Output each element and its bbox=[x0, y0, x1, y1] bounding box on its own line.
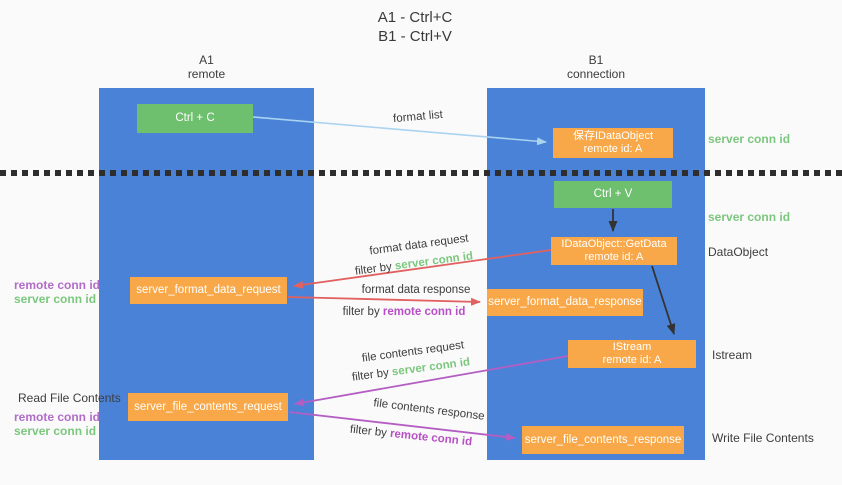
filter-by-text: filter by bbox=[342, 306, 380, 318]
title-line-b1: B1 - Ctrl+V bbox=[378, 28, 452, 45]
filter-by-remote-conn-id-label-2: filter by remote conn id bbox=[349, 424, 472, 449]
lane-a-name: A1 bbox=[199, 53, 214, 67]
lane-b-name: B1 bbox=[588, 53, 604, 67]
format-data-response-label: format data response bbox=[361, 284, 471, 296]
lane-a-role: remote bbox=[187, 67, 226, 81]
getdata-line1: IDataObject::GetData bbox=[561, 238, 667, 250]
node-server-format-data-response: server_format_data_response bbox=[487, 289, 643, 316]
lane-a-header: A1 remote bbox=[99, 53, 314, 81]
server-file-contents-request-label: server_file_contents_request bbox=[134, 400, 282, 413]
node-server-file-contents-response: server_file_contents_response bbox=[522, 426, 684, 454]
server-conn-id-annotation-top: server conn id bbox=[708, 132, 791, 146]
remote-conn-id-text: remote conn id bbox=[382, 306, 466, 318]
dataobject-annotation: DataObject bbox=[708, 245, 769, 259]
filter-by-text: filter by bbox=[349, 423, 388, 440]
server-format-data-response-label: server_format_data_response bbox=[488, 296, 642, 308]
filter-by-text: filter by bbox=[351, 366, 390, 384]
server-file-contents-response-label: server_file_contents_response bbox=[524, 433, 682, 446]
machine-separator-dashed-line bbox=[0, 170, 842, 176]
ctrl-c-label: Ctrl + C bbox=[175, 112, 215, 124]
node-ctrl-v: Ctrl + V bbox=[554, 181, 672, 208]
ctrl-v-label: Ctrl + V bbox=[593, 188, 633, 200]
server-conn-id-annotation-mid: server conn id bbox=[708, 210, 791, 224]
remote-conn-id-text: remote conn id bbox=[389, 427, 473, 449]
filter-by-remote-conn-id-label-1: filter by remote conn id bbox=[343, 306, 466, 318]
read-file-contents-annotation: Read File Contents bbox=[18, 391, 121, 405]
write-file-contents-annotation: Write File Contents bbox=[712, 431, 814, 445]
remote-conn-id-annotation: remote conn id bbox=[14, 410, 101, 424]
server-format-data-request-label: server_format_data_request bbox=[136, 284, 281, 296]
save-idataobject-line1: 保存IDataObject bbox=[572, 130, 654, 142]
server-conn-id-annotation: server conn id bbox=[14, 292, 97, 306]
file-contents-response-label: file contents response bbox=[372, 397, 486, 423]
server-conn-id-text: server conn id bbox=[394, 250, 474, 273]
conn-id-annotation-block-mid: remote conn id server conn id bbox=[14, 278, 101, 306]
node-server-format-data-request: server_format_data_request bbox=[130, 277, 287, 304]
lane-b-role: connection bbox=[566, 67, 626, 81]
filter-by-text: filter by bbox=[354, 260, 393, 278]
conn-id-annotation-block-bottom: remote conn id server conn id bbox=[14, 410, 101, 438]
remote-conn-id-annotation: remote conn id bbox=[14, 278, 101, 292]
save-idataobject-line2: remote id: A bbox=[583, 143, 643, 155]
istream-line1: IStream bbox=[612, 341, 652, 353]
node-save-idataobject: 保存IDataObject remote id: A bbox=[553, 128, 673, 158]
node-idataobject-getdata: IDataObject::GetData remote id: A bbox=[551, 237, 677, 265]
server-conn-id-text: server conn id bbox=[391, 356, 471, 379]
title-line-a1: A1 - Ctrl+C bbox=[377, 9, 453, 26]
node-server-file-contents-request: server_file_contents_request bbox=[128, 393, 288, 421]
diagram-title: A1 - Ctrl+C B1 - Ctrl+V bbox=[0, 8, 830, 46]
istream-annotation: Istream bbox=[712, 348, 753, 362]
getdata-line2: remote id: A bbox=[584, 251, 644, 263]
istream-line2: remote id: A bbox=[602, 354, 662, 366]
node-ctrl-c: Ctrl + C bbox=[137, 104, 253, 133]
arrow-format-data-response bbox=[287, 296, 481, 306]
lane-b-header: B1 connection bbox=[487, 53, 705, 81]
node-istream: IStream remote id: A bbox=[568, 340, 696, 368]
format-list-label: format list bbox=[392, 108, 444, 126]
server-conn-id-annotation: server conn id bbox=[14, 424, 97, 438]
